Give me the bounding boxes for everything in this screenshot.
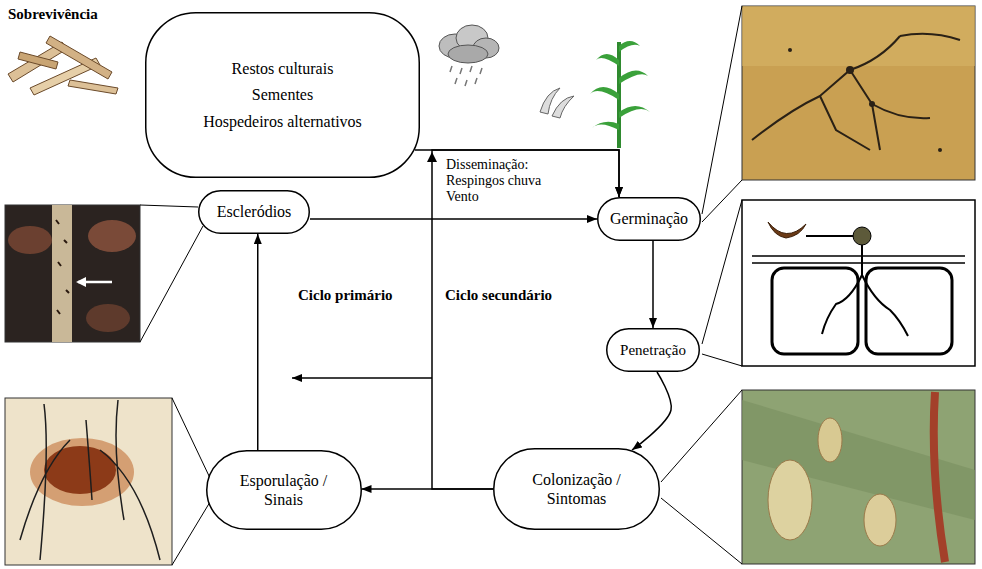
background-blob	[88, 220, 136, 252]
node-content: Penetração	[620, 341, 686, 359]
node-text: Sementes	[252, 85, 313, 104]
cycle-label: Ciclo secundário	[445, 286, 552, 304]
node-outline-shape	[199, 191, 310, 234]
cycle-stage: Germinação	[597, 197, 701, 241]
node-content: Escleródios	[217, 202, 292, 221]
branch-arrow	[292, 377, 432, 379]
node-content: Restos culturaisSementesHospedeiros alte…	[203, 59, 362, 131]
cycle-stage: Escleródios	[198, 190, 310, 234]
plant-leaf	[596, 54, 619, 66]
node-text: Hospedeiros alternativos	[203, 112, 362, 131]
node-outline	[493, 448, 660, 530]
plant-leaf	[619, 41, 640, 52]
rain-cloud	[439, 25, 499, 86]
conidium	[768, 222, 806, 238]
straw-piece	[68, 80, 118, 94]
node-outline-shape	[607, 329, 700, 372]
node-text: Colonização / Sintomas	[521, 470, 633, 508]
node-content: Esporulação / Sinais	[228, 471, 340, 509]
edge-label: Disseminação: Respingos chuva Vento	[446, 157, 562, 205]
plant-leaf	[592, 122, 619, 130]
cuticle-lines	[752, 256, 965, 263]
cycle-connector	[310, 218, 597, 220]
cycle-stage: Colonização / Sintomas	[493, 448, 660, 530]
background-blob	[86, 304, 130, 332]
straw-piece	[46, 36, 112, 79]
penetration-drawing	[742, 200, 975, 366]
leader-lines	[140, 6, 742, 565]
photo-frame	[5, 398, 172, 565]
spore-dot	[869, 101, 875, 107]
spore	[552, 96, 574, 118]
leader-line	[702, 200, 742, 366]
spore-dot	[938, 148, 942, 152]
drawing-frame	[742, 200, 975, 366]
node-text: Penetração	[620, 341, 686, 359]
rain-drops	[450, 66, 482, 86]
lesion	[864, 494, 896, 546]
appressorium	[853, 227, 871, 245]
node-outline-shape	[598, 198, 701, 241]
germination-photo	[742, 6, 975, 180]
lesion	[818, 418, 842, 462]
section-heading: Sobrevivência	[8, 5, 98, 23]
cycle-connector	[652, 241, 654, 328]
red-streak	[934, 392, 945, 562]
node-content: Colonização / Sintomas	[521, 470, 633, 508]
leader-line	[172, 398, 210, 565]
node-text: Escleródios	[217, 202, 292, 221]
setae	[20, 400, 160, 560]
spores	[540, 88, 574, 118]
stalk	[52, 205, 72, 342]
photo-frame	[5, 205, 140, 342]
photo-frame	[742, 390, 975, 564]
cycle-connector	[257, 234, 259, 450]
symptoms-photo	[742, 390, 975, 564]
node-outline-shape	[146, 13, 420, 178]
cycle-connector	[432, 150, 619, 489]
spore-dot	[846, 66, 854, 74]
sclerotia-photo	[5, 205, 140, 342]
straw-piece	[18, 52, 58, 69]
background-blob	[8, 226, 52, 254]
node-outline-shape	[206, 451, 361, 530]
node-text: Restos culturais	[232, 59, 334, 78]
cycle-stage: Esporulação / Sinais	[206, 450, 362, 530]
germ-tubes	[752, 34, 960, 150]
cycle-stage: Penetração	[606, 328, 700, 372]
sporulation-photo	[5, 398, 172, 565]
maize-plant	[590, 41, 650, 148]
lesion	[768, 460, 812, 540]
cloud-puff	[448, 45, 488, 63]
plant-cell	[866, 268, 952, 354]
spore-dot	[788, 48, 792, 52]
node-text: Germinação	[610, 209, 688, 228]
hyphae	[822, 245, 908, 336]
sclerotia-dots	[56, 220, 69, 314]
crop-debris	[8, 36, 118, 95]
leader-line	[702, 6, 742, 222]
node-content: Germinação	[610, 209, 688, 228]
plant-leaf	[590, 87, 619, 100]
survival-sources: Restos culturaisSementesHospedeiros alte…	[145, 12, 420, 178]
plant-leaf	[619, 70, 648, 84]
pointer-arrow-head	[76, 277, 86, 287]
leader-line	[661, 390, 742, 564]
leader-line	[140, 205, 203, 342]
node-text: Esporulação / Sinais	[228, 471, 340, 509]
cycle-label: Ciclo primário	[298, 286, 393, 304]
plant-leaf	[619, 106, 650, 118]
germ-tube	[806, 235, 854, 237]
node-outline	[206, 450, 362, 530]
cycle-connector	[632, 372, 671, 450]
photo-frame	[742, 6, 975, 180]
plant-cell	[772, 268, 858, 354]
node-outline-shape	[494, 449, 660, 530]
